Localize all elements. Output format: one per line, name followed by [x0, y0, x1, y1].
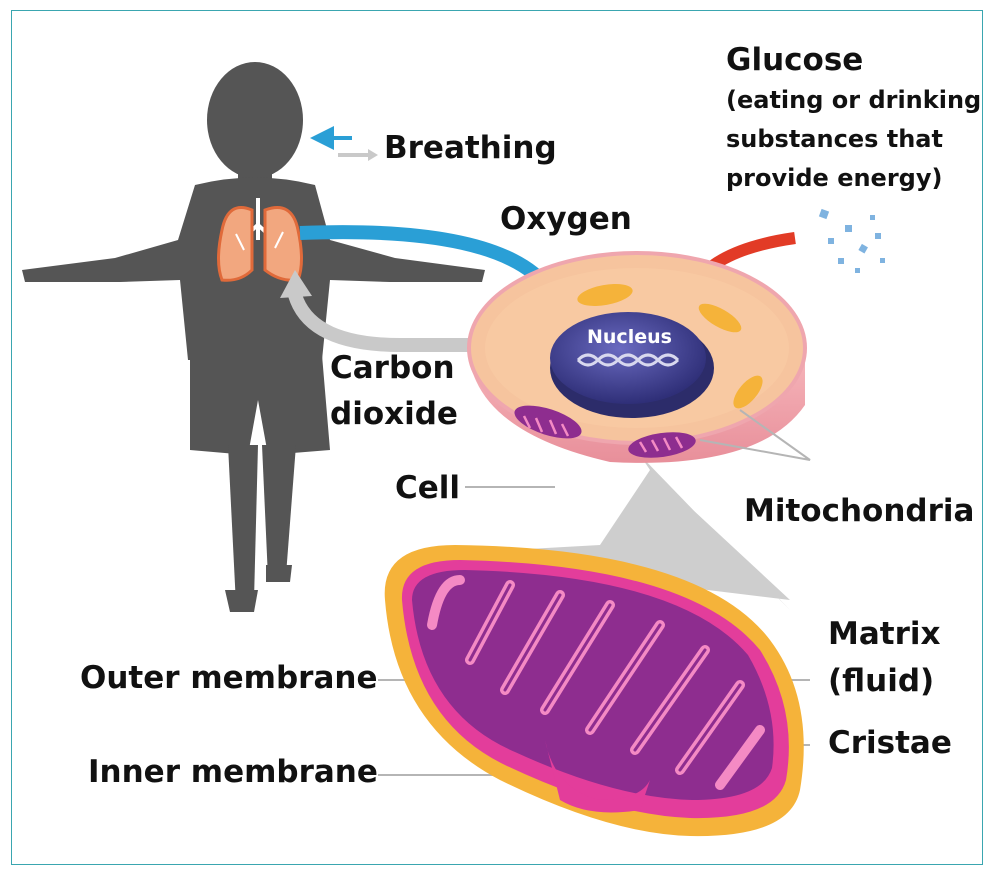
mitochondria-label: Mitochondria: [744, 493, 975, 529]
cell-mitochondria: [514, 405, 696, 458]
outer-membrane-label: Outer membrane: [80, 660, 378, 696]
carbon-dioxide-arrow: [280, 270, 540, 352]
carbon-dioxide-label-line-1: Carbon: [330, 350, 455, 386]
breathing-arrows-icon: [310, 126, 378, 161]
lungs: [217, 198, 303, 282]
dna-icon: [576, 353, 680, 367]
glucose-desc-line-2: substances that: [726, 125, 943, 153]
matrix-label-line-1: Matrix: [828, 616, 941, 652]
cristae-label: Cristae: [828, 725, 952, 761]
inner-membrane-label: Inner membrane: [88, 754, 378, 790]
nucleus-label: Nucleus: [587, 326, 672, 348]
glucose-desc-line-3: provide energy): [726, 164, 943, 192]
zoom-cone: [420, 455, 790, 610]
matrix-label-line-2: (fluid): [828, 663, 935, 699]
mitochondrion: [384, 545, 804, 837]
glucose-desc-line-1: (eating or drinking: [726, 86, 982, 114]
glucose-title: Glucose: [726, 42, 864, 78]
figure-frame: [11, 10, 983, 865]
breathing-label: Breathing: [384, 130, 557, 166]
carbon-dioxide-label-line-2: dioxide: [330, 396, 458, 432]
glucose-particles-icon: [818, 208, 885, 273]
oxygen-label: Oxygen: [500, 201, 632, 237]
cell-label: Cell: [395, 470, 461, 506]
nucleus: [550, 312, 714, 418]
